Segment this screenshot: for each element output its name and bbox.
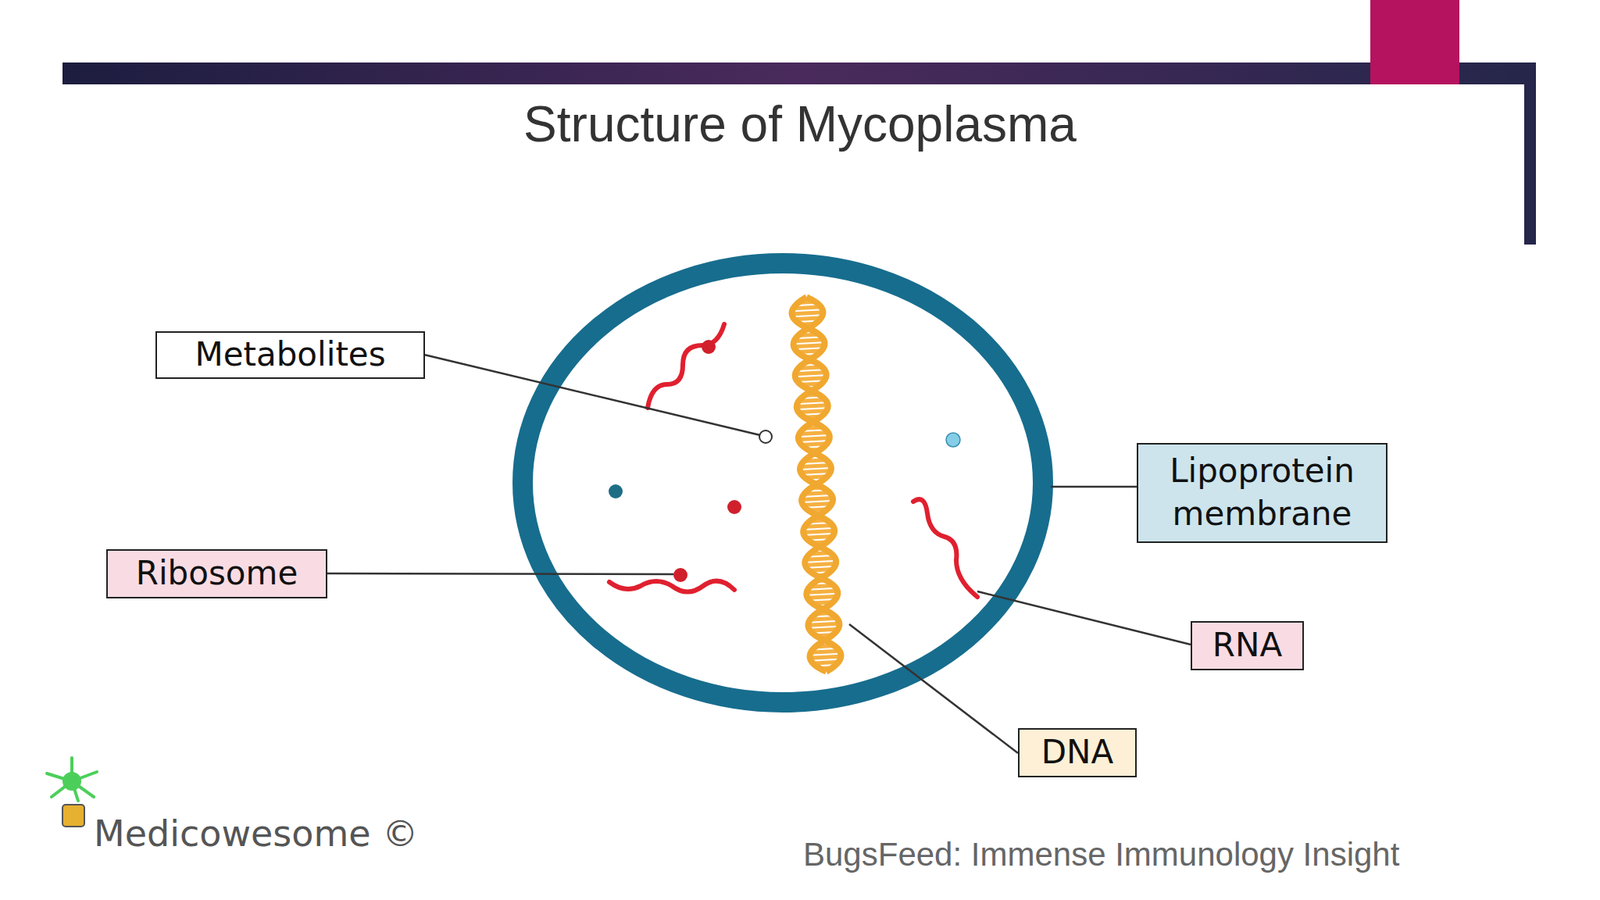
metabolite-dot — [946, 432, 961, 447]
label-box: Ribosome — [106, 549, 328, 599]
leader-line — [1050, 485, 1137, 489]
leader-line — [424, 354, 761, 436]
header-band — [62, 62, 1536, 85]
label-text: DNA — [1035, 731, 1121, 775]
leader-line — [849, 624, 1018, 754]
label-box: Metabolites — [155, 331, 425, 379]
metabolite-dot — [759, 430, 772, 443]
leader-line — [327, 573, 674, 575]
leader-line — [977, 591, 1191, 645]
label-text: Lipoprotein membrane — [1138, 450, 1386, 536]
label-text: RNA — [1206, 624, 1289, 668]
watermark-logo: Medicowesome © — [93, 812, 418, 855]
diagram-title: Structure of Mycoplasma — [0, 95, 1600, 154]
side-bar — [1524, 62, 1536, 245]
label-box: DNA — [1017, 728, 1137, 778]
cell-membrane — [522, 263, 1043, 703]
accent-square — [1370, 0, 1460, 85]
logo-neuron — [46, 757, 97, 801]
metabolite-dot — [608, 484, 623, 499]
ribosome-dot — [673, 567, 688, 583]
label-box: Lipoprotein membrane — [1136, 442, 1388, 543]
label-text: Ribosome — [129, 552, 305, 596]
rna-strand — [609, 581, 735, 593]
rna-strand — [647, 324, 725, 408]
footer-note: BugsFeed: Immense Immunology Insight — [803, 835, 1400, 874]
label-box: RNA — [1190, 621, 1304, 671]
rna-strand — [913, 499, 978, 597]
logo-mark — [62, 804, 85, 827]
metabolite-dot — [727, 500, 742, 515]
label-text: Metabolites — [188, 333, 392, 377]
ribosome-dot — [701, 339, 716, 354]
dna-helix — [790, 296, 842, 672]
